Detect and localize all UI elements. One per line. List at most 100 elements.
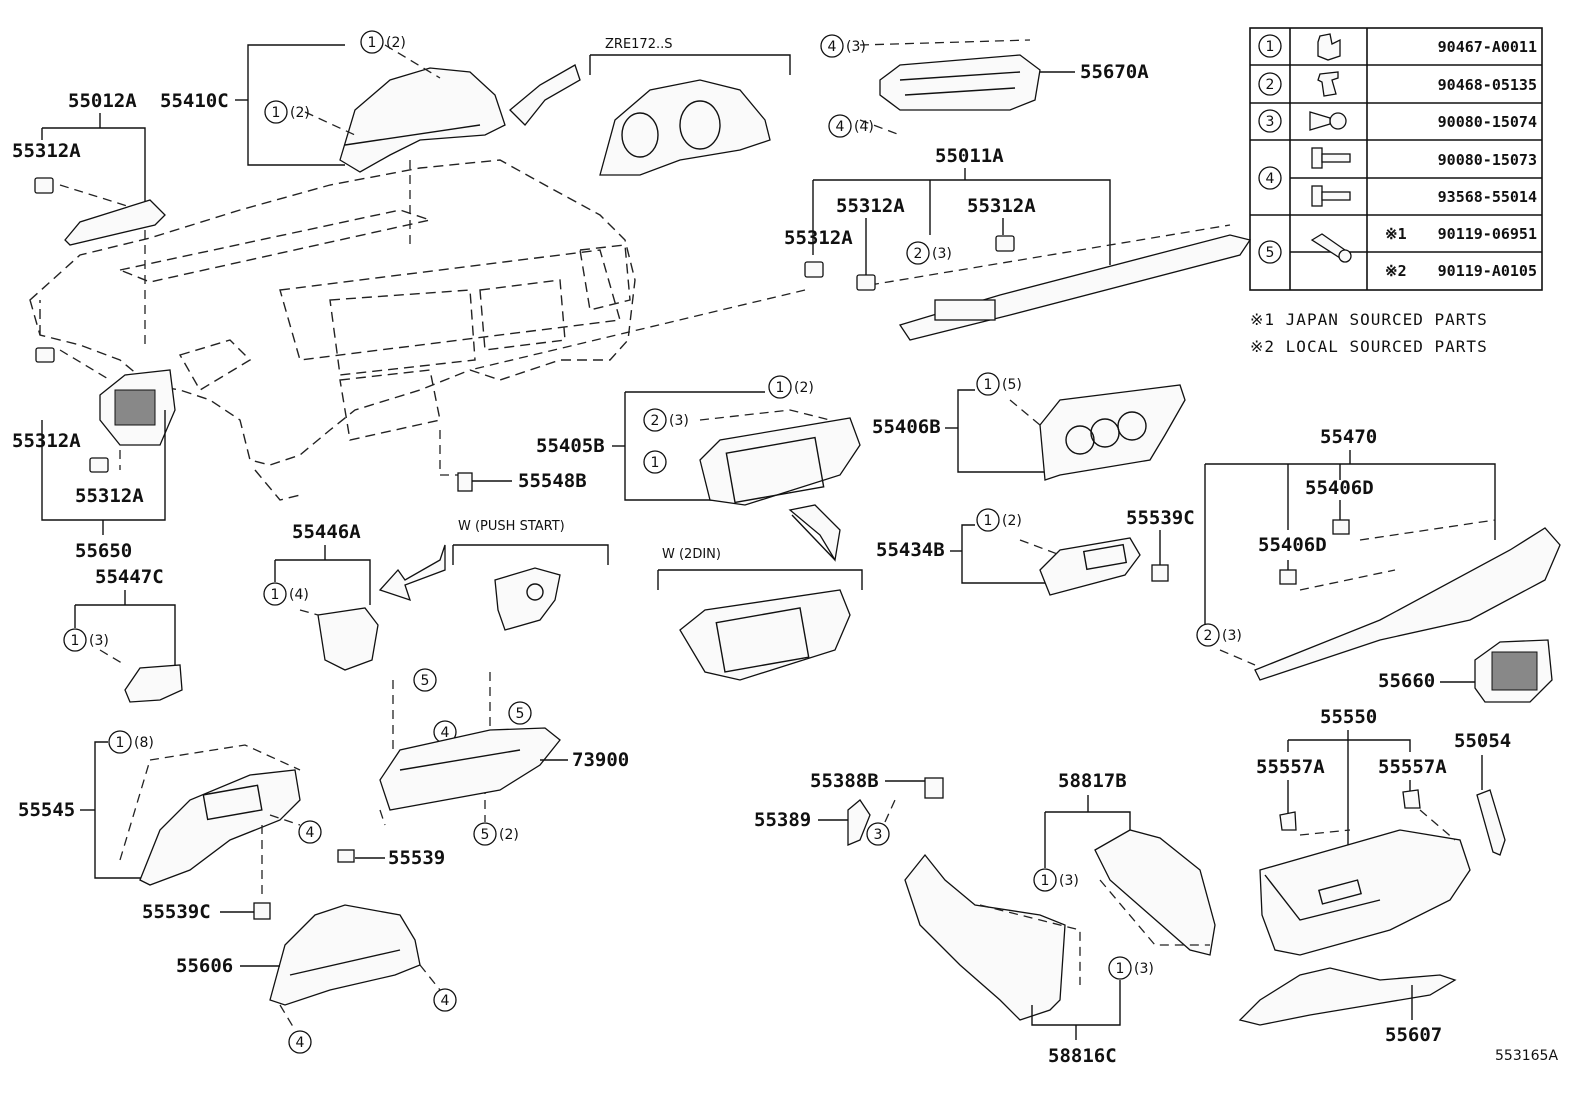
part-label-55312A: 55312A (967, 195, 1036, 217)
variant-label-zre: ZRE172..S (605, 37, 672, 52)
part-label-55312A: 55312A (784, 227, 853, 249)
part-label-55539: 55539 (388, 847, 445, 869)
table-key: 5 (1266, 245, 1275, 261)
panel-55545 (139, 769, 301, 886)
switch-panel-55434B (1039, 537, 1141, 596)
marker-1: 1 (116, 735, 125, 751)
part-label-55550: 55550 (1320, 706, 1377, 728)
vent-55660 (1474, 639, 1553, 703)
table-key: 3 (1266, 114, 1275, 130)
side-cover-58816C (904, 853, 1066, 1021)
glove-box-55550 (1259, 829, 1471, 956)
marker-4: 4 (836, 119, 845, 135)
part-label-55406D: 55406D (1258, 534, 1327, 556)
part-label-55470: 55470 (1320, 426, 1377, 448)
part-label-55606: 55606 (176, 955, 233, 977)
table-source-prefix: ※2 (1385, 262, 1407, 280)
note-japan-sourced: ※1 JAPAN SOURCED PARTS (1250, 310, 1488, 329)
marker-5: 5 (421, 673, 430, 689)
qty-label: (2) (1002, 513, 1022, 529)
panel-73900 (379, 727, 561, 811)
clip-55312A (34, 177, 54, 194)
table-key: 1 (1266, 39, 1275, 55)
switch-55670A (879, 54, 1041, 111)
part-label-55557A: 55557A (1378, 756, 1447, 778)
marker-1: 1 (984, 377, 993, 393)
part-label-55388B: 55388B (810, 770, 879, 792)
table-part-number: 90080-15073 (1438, 151, 1537, 169)
meter-hood-variant (599, 79, 771, 176)
part-label-55054: 55054 (1454, 730, 1511, 752)
marker-1: 1 (776, 380, 785, 396)
panel-55446A (317, 607, 379, 671)
part-label-55312A: 55312A (75, 485, 144, 507)
marker-4: 4 (296, 1035, 305, 1051)
clip-icon (1317, 71, 1339, 97)
part-label-55446A: 55446A (292, 521, 361, 543)
part-label-55545: 55545 (18, 799, 75, 821)
qty-label: (4) (854, 119, 874, 135)
panel-55447C (124, 664, 183, 703)
qty-label: (3) (1222, 628, 1242, 644)
part-label-55012A: 55012A (68, 90, 137, 112)
variant-label-2din: W (2DIN) (662, 547, 721, 562)
dashboard-outline (29, 159, 636, 501)
qty-label: (3) (932, 246, 952, 262)
part-label-55539C: 55539C (1126, 507, 1195, 529)
meter-hood-55410C (339, 67, 506, 173)
part-label-55312A: 55312A (12, 430, 81, 452)
part-label-55607: 55607 (1385, 1024, 1442, 1046)
part-label-55405B: 55405B (536, 435, 605, 457)
control-panel-55406B (1039, 384, 1186, 481)
qty-label: (3) (1059, 873, 1079, 889)
bolt-icon (1311, 185, 1351, 207)
part-label-55447C: 55447C (95, 566, 164, 588)
marker-4: 4 (828, 39, 837, 55)
panel-push-start (494, 567, 561, 631)
part-label-55011A: 55011A (935, 145, 1004, 167)
qty-label: (2) (290, 105, 310, 121)
qty-label: (2) (499, 827, 519, 843)
table-part-number: 90119-06951 (1438, 225, 1537, 243)
part-label-58817B: 58817B (1058, 770, 1127, 792)
bolt-icon (1311, 147, 1351, 169)
marker-4: 4 (441, 725, 450, 741)
marker-1: 1 (1116, 961, 1125, 977)
part-label-55650: 55650 (75, 540, 132, 562)
marker-4: 4 (441, 993, 450, 1009)
part-label-55660: 55660 (1378, 670, 1435, 692)
marker-1: 1 (1041, 873, 1050, 889)
table-part-number: 90468-05135 (1438, 76, 1537, 94)
trim-55011A (898, 234, 1252, 341)
marker-1: 1 (368, 35, 377, 51)
table-part-number: 90467-A0011 (1438, 38, 1537, 56)
lower-trim-55607 (1238, 967, 1457, 1026)
qty-label: (2) (386, 35, 406, 51)
variant-label-push-start: W (PUSH START) (458, 519, 565, 534)
qty-label: (3) (89, 633, 109, 649)
marker-1: 1 (272, 105, 281, 121)
clip-icon (1317, 33, 1341, 61)
marker-2: 2 (914, 246, 923, 262)
qty-label: (3) (1134, 961, 1154, 977)
screw-icon (1309, 111, 1347, 131)
part-label-55312A: 55312A (836, 195, 905, 217)
lower-panel-55470 (1254, 527, 1561, 681)
fastener-table: 1 2 3 4 5 90467-A0011 90468-05135 (1249, 27, 1543, 291)
table-source-prefix: ※1 (1385, 225, 1407, 243)
marker-1: 1 (651, 455, 660, 471)
part-label-55406B: 55406B (872, 416, 941, 438)
qty-label: (3) (669, 413, 689, 429)
part-label-55548B: 55548B (518, 470, 587, 492)
panel-2din (679, 589, 851, 681)
qty-label: (3) (846, 39, 866, 55)
part-label-55389: 55389 (754, 809, 811, 831)
qty-label: (8) (134, 735, 154, 751)
diagram-id: 553165A (1495, 1048, 1558, 1064)
marker-1: 1 (984, 513, 993, 529)
part-label-73900: 73900 (572, 749, 629, 771)
part-label-55670A: 55670A (1080, 61, 1149, 83)
under-cover-55606 (269, 904, 421, 1006)
part-label-55434B: 55434B (876, 539, 945, 561)
